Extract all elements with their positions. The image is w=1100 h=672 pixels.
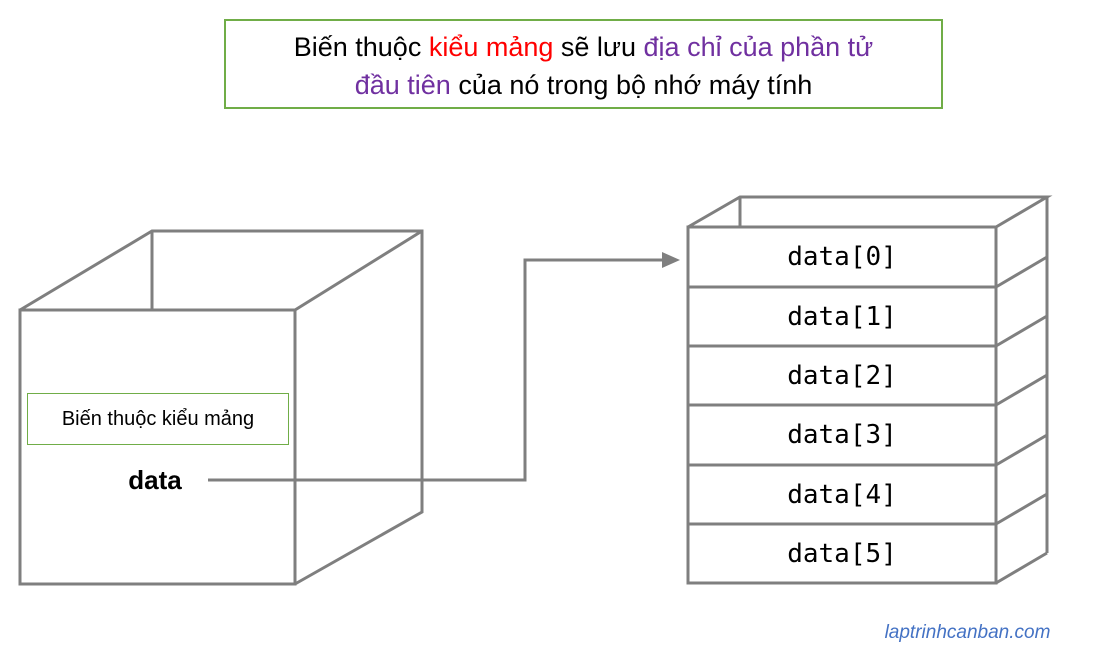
pointer-arrow-line <box>208 258 664 482</box>
array-cell-2: data[2] <box>787 361 897 391</box>
array-cell-1: data[1] <box>787 302 897 332</box>
caption-highlight-address: địa chỉ của phần tử <box>643 32 874 62</box>
array-side-divider-5 <box>995 492 1048 526</box>
array-side-divider-3 <box>995 373 1048 407</box>
array-cell-5: data[5] <box>787 539 897 569</box>
caption-highlight-array-type: kiểu mảng <box>428 32 554 62</box>
array-side-divider-2 <box>995 314 1048 348</box>
variable-box-front <box>18 308 297 586</box>
site-watermark: laptrinhcanban.com <box>884 622 1051 643</box>
caption-highlight-first: đầu tiên <box>354 70 451 100</box>
pointer-arrow-head <box>662 252 680 268</box>
variable-box-top-right-edge <box>294 229 423 312</box>
array-side-divider-1 <box>995 255 1048 289</box>
array-side-divider-4 <box>995 433 1048 467</box>
caption-text-3: của nó trong bộ nhớ máy tính <box>450 70 813 100</box>
caption-box: Biến thuộc kiểu mảng sẽ lưu địa chỉ của … <box>224 19 943 109</box>
caption-text-2: sẽ lưu <box>553 32 644 62</box>
array-stack-bottom-side-edge <box>995 551 1048 585</box>
variable-type-label: Biến thuộc kiểu mảng <box>27 393 289 445</box>
array-stack-top-face <box>687 195 1053 229</box>
array-cell-4: data[4] <box>787 480 897 510</box>
caption-text-1: Biến thuộc <box>293 32 429 62</box>
array-cell-3: data[3] <box>787 420 897 450</box>
variable-name: data <box>128 465 182 495</box>
array-cell-0: data[0] <box>787 242 897 272</box>
